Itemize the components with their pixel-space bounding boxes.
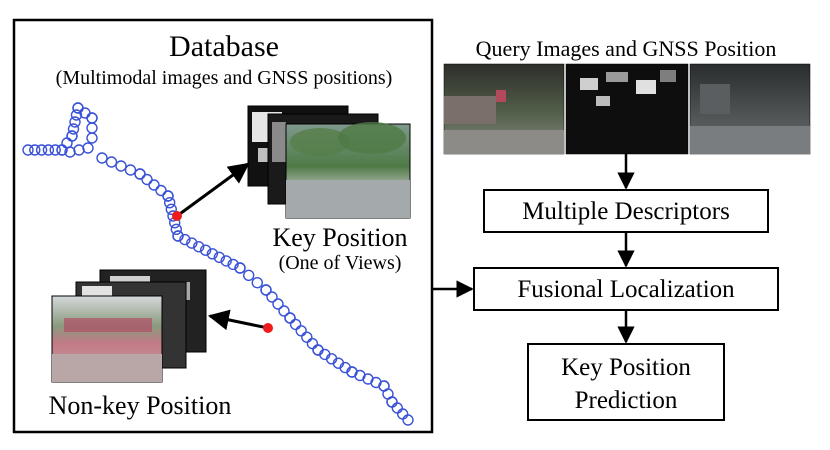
nonkey-position-marker — [263, 323, 273, 333]
trajectory-point — [163, 196, 176, 209]
trajectory-point — [70, 109, 83, 121]
trajectory-point — [86, 132, 98, 144]
query-title: Query Images and GNSS Position — [476, 36, 777, 61]
prediction-label-line2: Prediction — [575, 387, 678, 414]
trajectory-point — [162, 190, 174, 202]
trajectory-point — [213, 251, 226, 263]
trajectory-point — [105, 156, 118, 168]
database-panel: Database (Multimodal images and GNSS pos… — [12, 18, 434, 434]
trajectory-point — [402, 414, 414, 426]
fusional-localization-box — [473, 267, 779, 311]
trajectory-point — [289, 318, 302, 331]
multiple-descriptors-box — [483, 189, 769, 233]
trajectory-point — [165, 203, 178, 216]
trajectory-point — [42, 144, 55, 156]
trajectory-point — [206, 248, 219, 260]
trajectory-point — [186, 237, 198, 249]
trajectory-point — [35, 144, 48, 156]
key-position-sublabel: (One of Views) — [279, 252, 402, 274]
query-depth-image — [565, 63, 689, 155]
trajectory-point — [272, 298, 284, 310]
trajectory-point — [295, 325, 307, 337]
trajectory-point — [82, 142, 94, 154]
trajectory-point — [66, 130, 78, 142]
trajectory-point — [29, 144, 41, 156]
trajectory-point — [172, 230, 184, 242]
nonkey-position-image-stack — [51, 269, 207, 383]
trajectory-point — [251, 277, 263, 289]
pipeline: Multiple Descriptors Fusional Localizati… — [432, 154, 779, 421]
trajectory-point — [260, 284, 272, 296]
key-position-arrow — [176, 162, 250, 218]
trajectory-point — [124, 164, 137, 176]
prediction-label-line1: Key Position — [561, 354, 691, 381]
trajectory-point — [242, 269, 255, 281]
trajectory-point — [278, 305, 290, 317]
query-rgb-image — [443, 63, 565, 155]
trajectory-point — [266, 291, 278, 303]
key-position-prediction-box — [527, 343, 725, 421]
fusional-localization-label: Fusional Localization — [517, 276, 735, 303]
trajectory-point — [67, 123, 80, 135]
trajectory-point — [220, 255, 232, 267]
key-position-label: Key Position — [272, 223, 407, 252]
trajectory-point — [96, 152, 108, 164]
gnss-trajectory — [22, 102, 414, 426]
trajectory-point — [301, 331, 313, 343]
database-title: Database — [169, 30, 279, 63]
trajectory-point — [199, 244, 212, 256]
trajectory-point — [22, 144, 34, 156]
trajectory-point — [192, 240, 205, 253]
nonkey-position-label: Non-key Position — [49, 391, 232, 420]
nonkey-position-arrow — [207, 309, 269, 331]
key-position-image-stack — [247, 105, 411, 219]
trajectory-point — [69, 116, 81, 128]
trajectory-point — [227, 258, 239, 271]
trajectory-point — [115, 160, 127, 172]
query-section: Query Images and GNSS Position — [443, 36, 811, 155]
trajectory-point — [170, 223, 183, 236]
trajectory-point — [306, 337, 319, 350]
key-position-marker — [172, 211, 182, 221]
database-subtitle: (Multimodal images and GNSS positions) — [56, 67, 393, 89]
trajectory-point — [148, 179, 160, 191]
multiple-descriptors-label: Multiple Descriptors — [522, 198, 730, 225]
trajectory-point — [234, 262, 246, 274]
trajectory-point — [49, 144, 61, 156]
trajectory-point — [141, 173, 153, 186]
trajectory-point — [155, 184, 167, 197]
trajectory-point — [284, 312, 296, 324]
trajectory-point — [134, 168, 146, 180]
trajectory-point — [179, 233, 191, 246]
query-thermal-image — [689, 63, 811, 155]
